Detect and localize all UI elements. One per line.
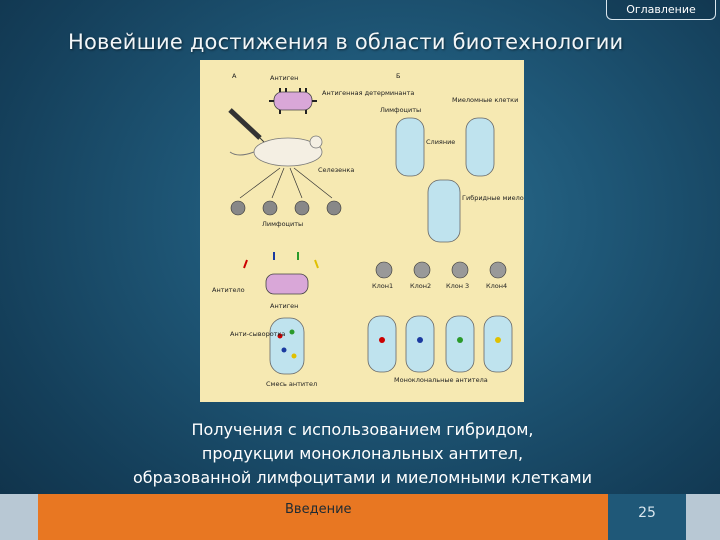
antigen-bottom-label: Антиген xyxy=(270,302,298,310)
hybridoma-diagram: А Антиген Антигенная детерминанта Селезе… xyxy=(200,60,524,402)
lymphocytes-row-a xyxy=(230,200,342,216)
lymphocyte-tube xyxy=(395,117,425,177)
myeloma-tube xyxy=(465,117,495,177)
lymphocytes-b-label: Лимфоциты xyxy=(380,106,421,114)
page-number: 25 xyxy=(638,505,656,521)
determinant-label: Антигенная детерминанта xyxy=(322,89,414,97)
antiserum-antibodies xyxy=(277,329,297,359)
antigen-label: Антиген xyxy=(270,74,298,82)
hybrid-tube xyxy=(427,179,461,243)
footer-section-link[interactable]: Введение xyxy=(285,502,352,517)
caption-line-1: Получения с использованием гибридом, xyxy=(191,420,534,439)
lymphocytes-label: Лимфоциты xyxy=(262,220,303,228)
clone2-label: Клон2 xyxy=(410,282,431,290)
antiserum-label: Анти-сыворотка xyxy=(230,330,285,338)
antiserum-tube xyxy=(269,317,305,375)
monoclonal-tube-4 xyxy=(483,315,513,373)
panel-a-label: А xyxy=(232,72,237,80)
table-of-contents-button[interactable]: Оглавление xyxy=(606,0,716,20)
caption-line-2: продукции моноклональных антител, xyxy=(201,444,524,463)
antigen-bottom-shape xyxy=(265,273,309,295)
monoclonal-tube-1 xyxy=(367,315,397,373)
diagram-svg: А Антиген Антигенная детерминанта Селезе… xyxy=(212,72,524,388)
clone3-label: Клон 3 xyxy=(446,282,469,290)
monoclonal-tube-2 xyxy=(405,315,435,373)
monoclonal-antibodies xyxy=(379,337,501,343)
clone1-label: Клон1 xyxy=(372,282,393,290)
monoclonal-tube-3 xyxy=(445,315,475,373)
fusion-label: Слияние xyxy=(426,138,455,146)
slide-title: Новейшие достижения в области биотехноло… xyxy=(68,30,624,54)
mouse-head xyxy=(309,135,323,149)
antibody-label: Антитело xyxy=(212,286,245,294)
antigen-shape xyxy=(273,91,313,111)
panel-b-label: Б xyxy=(396,72,400,80)
footer-bar xyxy=(38,494,608,540)
footer-page-box: 25 xyxy=(608,494,686,540)
footer-left-stripe xyxy=(0,494,38,540)
clone-cells xyxy=(375,261,507,279)
slide-caption: Получения с использованием гибридом, про… xyxy=(90,418,635,490)
syringe-icon xyxy=(228,108,262,140)
antibodies-a xyxy=(243,252,319,269)
spleen-label: Селезенка xyxy=(318,166,354,174)
monoclonal-label: Моноклональные антитела xyxy=(394,376,488,384)
arrows-to-lymphocytes xyxy=(239,167,333,199)
hybrid-label: Гибридные миеломные клетки xyxy=(462,194,524,202)
clone4-label: Клон4 xyxy=(486,282,507,290)
antigen-determinants xyxy=(269,88,317,114)
caption-line-3: образованной лимфоцитами и миеломными кл… xyxy=(133,468,592,487)
mouse-tail xyxy=(229,151,255,156)
antibody-mix-label: Смесь антител xyxy=(266,380,317,388)
footer-right-stripe xyxy=(686,494,720,540)
myeloma-label: Миеломные клетки xyxy=(452,96,518,104)
